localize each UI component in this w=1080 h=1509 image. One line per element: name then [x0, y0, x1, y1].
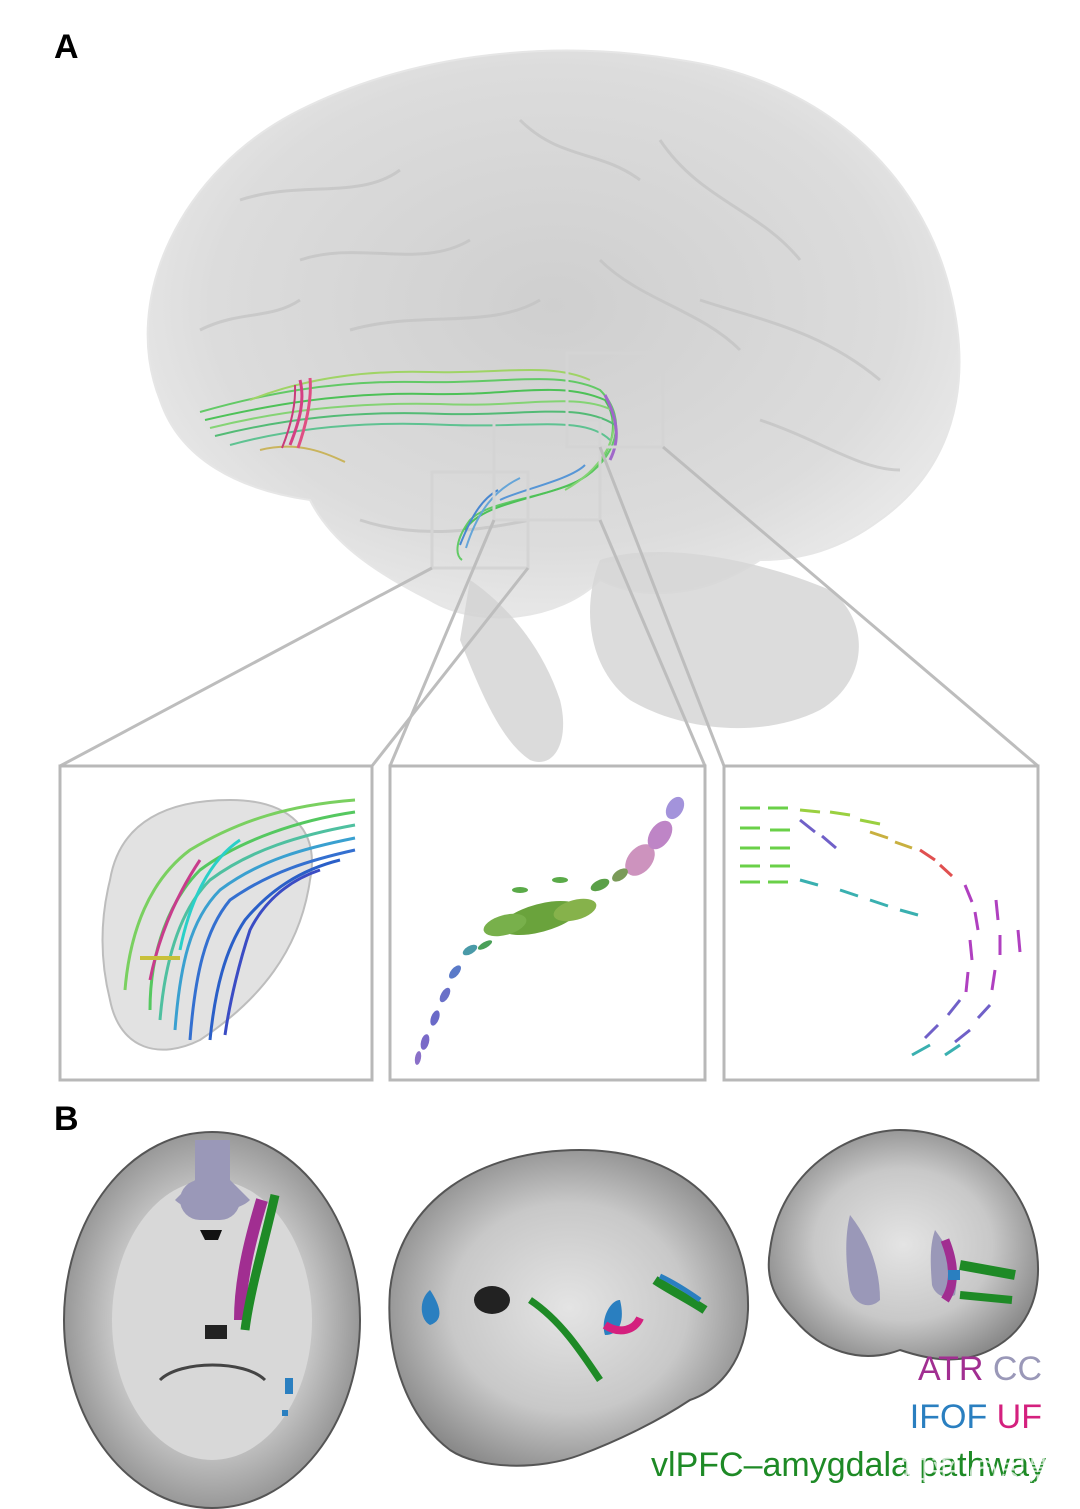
- legend-row-3: vlPFC–amygdala pathway: [651, 1446, 1046, 1485]
- brain-gyri: [199, 118, 901, 534]
- legend-vlpfc: vlPFC–amygdala pathway: [651, 1446, 1046, 1484]
- legend-cc: CC: [992, 1350, 1042, 1388]
- panel-label-b: B: [54, 1100, 79, 1138]
- ifof-region: [285, 1378, 293, 1394]
- inset-amygdala: [101, 798, 356, 1051]
- coronal-slice: [767, 1128, 1039, 1361]
- axial-slice: [63, 1131, 361, 1509]
- watermark: 知乎 @思影: [898, 1454, 1058, 1489]
- panel-label-a: A: [54, 28, 79, 66]
- legend-row-1: ATR CC: [918, 1350, 1042, 1389]
- brain-cerebrum: [146, 49, 961, 619]
- vlpfc-region: [240, 1194, 280, 1331]
- legend-ifof: IFOF: [909, 1398, 988, 1436]
- legend-atr: ATR: [917, 1350, 984, 1388]
- legend-uf: UF: [996, 1398, 1042, 1436]
- brain-stem: [460, 580, 564, 762]
- zoom-connectors: [59, 445, 1039, 768]
- sagittal-slice: [388, 1148, 750, 1467]
- panel-a-figure: [58, 49, 1040, 1082]
- inset-vectors: [740, 806, 1022, 1057]
- legend-row-2: IFOF UF: [910, 1398, 1042, 1437]
- atr-region: [234, 1198, 268, 1321]
- zoom-boxes: [430, 351, 665, 570]
- inset-tensors: [414, 796, 685, 1065]
- white-matter-tract: [199, 368, 618, 561]
